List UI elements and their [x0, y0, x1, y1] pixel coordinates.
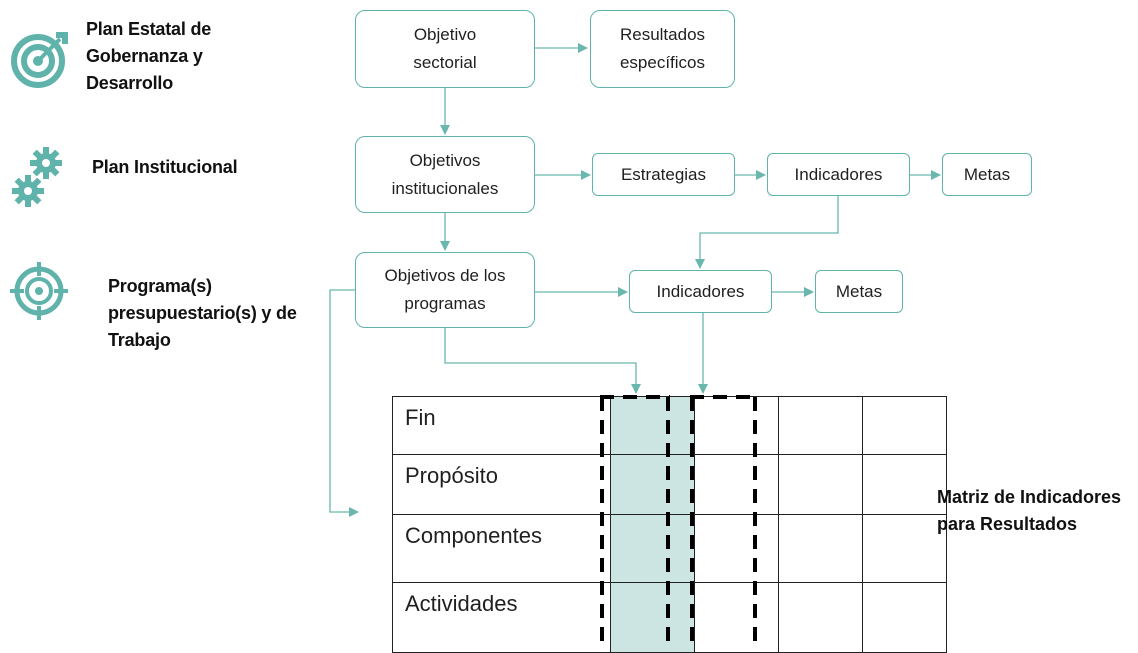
- matrix-cell: [610, 582, 695, 653]
- matrix-cell: [778, 514, 863, 583]
- mir-matrix: Fin Propósito Componentes Actividades: [392, 396, 947, 653]
- box-metas-programas: Metas: [815, 270, 903, 313]
- matrix-row-label: Actividades: [392, 582, 611, 653]
- matrix-cell: [694, 514, 779, 583]
- matrix-row-label: Propósito: [392, 454, 611, 515]
- matrix-row: Propósito: [392, 454, 947, 515]
- matrix-cell: [694, 582, 779, 653]
- matrix-row: Actividades: [392, 582, 947, 653]
- box-metas-institucional: Metas: [942, 153, 1032, 196]
- level-label-plan-institucional: Plan Institucional: [92, 157, 238, 177]
- matrix-cell: [610, 514, 695, 583]
- box-objetivo-sectorial: Objetivo sectorial: [355, 10, 535, 88]
- box-objetivos-programas: Objetivos de los programas: [355, 252, 535, 328]
- box-estrategias: Estrategias: [592, 153, 735, 196]
- matrix-cell: [778, 396, 863, 455]
- matrix-cell: [610, 454, 695, 515]
- box-indicadores-institucional: Indicadores: [767, 153, 910, 196]
- level-label-programas: Programa(s) presupuestario(s) y de Traba…: [108, 276, 297, 350]
- box-resultados-especificos: Resultados específicos: [590, 10, 735, 88]
- matrix-cell: [862, 582, 947, 653]
- crosshair-icon: [10, 262, 68, 320]
- matrix-label: Matriz de Indicadores para Resultados: [937, 487, 1122, 534]
- matrix-cell: [862, 454, 947, 515]
- target-arrow-icon: [11, 32, 68, 88]
- matrix-row-label: Componentes: [392, 514, 611, 583]
- matrix-row: Componentes: [392, 514, 947, 583]
- box-indicadores-programas: Indicadores: [629, 270, 772, 313]
- box-objetivos-institucionales: Objetivos institucionales: [355, 136, 535, 213]
- matrix-cell: [862, 514, 947, 583]
- gears-icon: [12, 147, 62, 207]
- level-label-plan-estatal: Plan Estatal de Gobernanza y Desarrollo: [86, 19, 212, 93]
- matrix-cell: [778, 582, 863, 653]
- matrix-cell: [778, 454, 863, 515]
